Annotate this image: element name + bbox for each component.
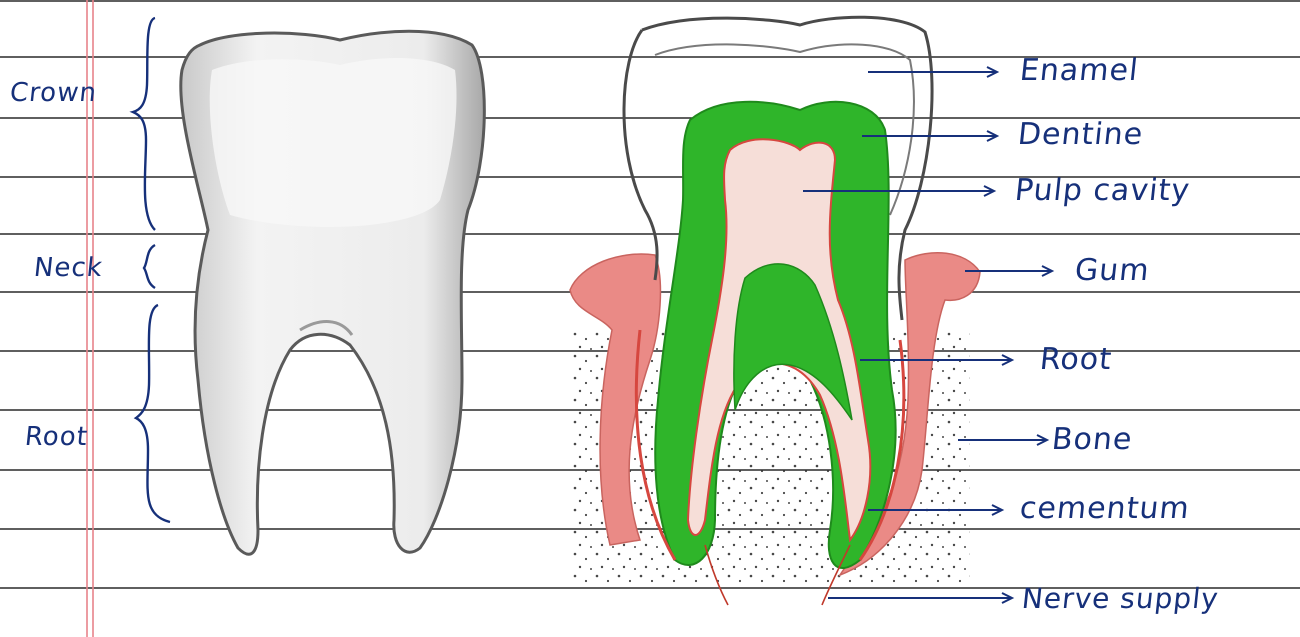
bone-label: Bone (1050, 425, 1134, 455)
gum-label: Gum (1073, 256, 1151, 286)
left-braces (133, 18, 170, 522)
root-label-left: Root (24, 424, 90, 450)
root-label-right: Root (1038, 345, 1113, 375)
external-tooth (181, 31, 485, 554)
crown-brace (133, 18, 155, 230)
dentine-label: Dentine (1016, 120, 1144, 150)
neck-brace (144, 245, 155, 288)
external-tooth-inner-shade (210, 58, 457, 227)
pulp-cavity-label: Pulp cavity (1013, 176, 1191, 206)
root-brace (136, 305, 170, 522)
enamel-outline-left (624, 30, 657, 280)
section-tooth (570, 17, 980, 605)
nerve-supply-label: Nerve supply (1021, 585, 1221, 613)
crown-label: Crown (9, 80, 99, 106)
enamel-label: Enamel (1018, 56, 1140, 86)
neck-label: Neck (33, 255, 105, 281)
cementum-label: cementum (1018, 494, 1191, 524)
